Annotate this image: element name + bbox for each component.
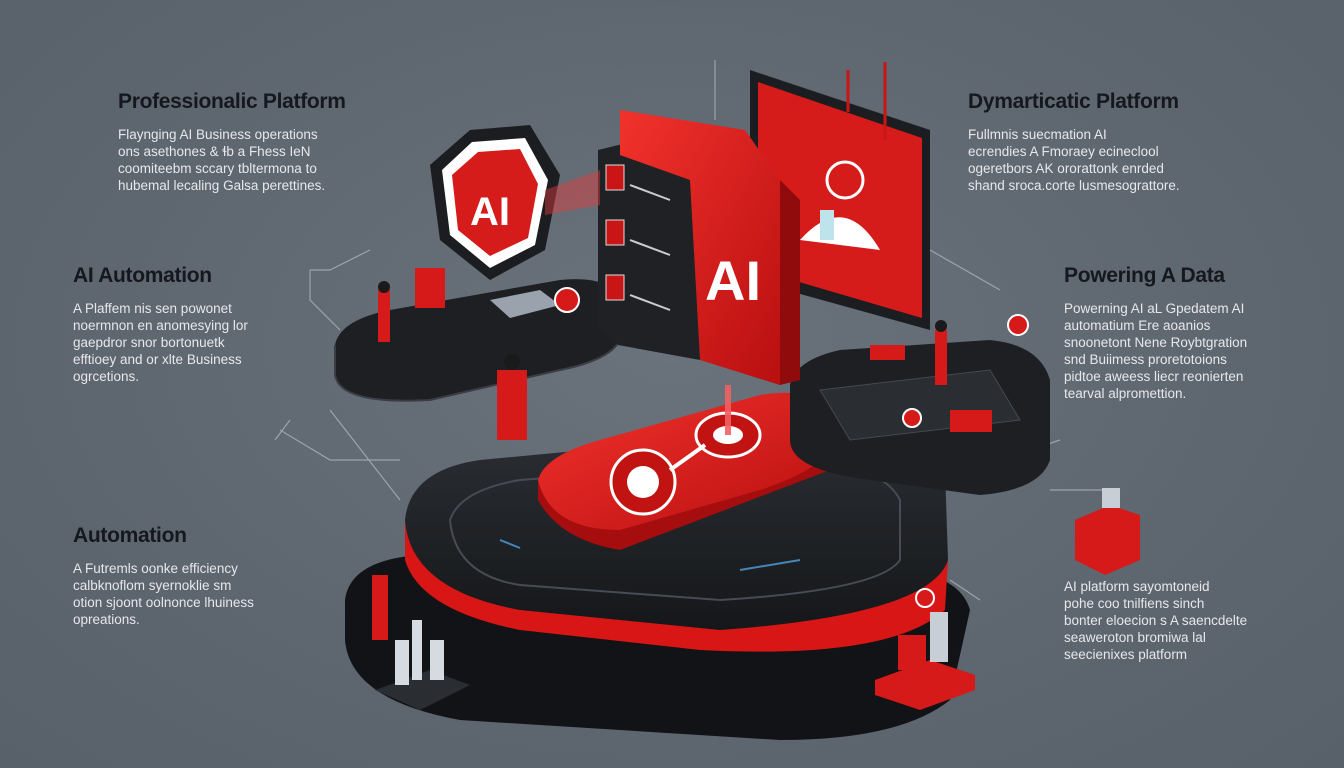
red-building <box>1075 505 1140 575</box>
person-figure <box>497 370 527 440</box>
node-core-icon <box>627 466 659 498</box>
section-title: Automation <box>73 524 187 547</box>
section-professional-platform: Professionalic Platform Flaynging AI Bus… <box>118 90 398 194</box>
person-figure <box>935 330 947 385</box>
section-title: AI Automation <box>73 264 212 287</box>
ai-tower <box>620 110 780 385</box>
section-title: Powering A Data <box>1064 264 1225 287</box>
section-title: Dymarticatic Platform <box>968 90 1179 113</box>
left-monitor <box>415 268 445 308</box>
left-platform <box>335 279 620 401</box>
center-red-slab <box>538 392 835 530</box>
section-dymarticatic-platform: Dymarticatic Platform Fullmnis suecmatio… <box>968 90 1248 194</box>
person-figure <box>378 290 390 342</box>
tower-ai-label: AI <box>705 249 761 312</box>
ai-tower-side <box>780 180 800 385</box>
section-powering-data: Powering A Data Powerning AI aL Gpedatem… <box>1064 264 1294 402</box>
hexagon-ai-label: AI <box>470 190 510 234</box>
section-title: Professionalic Platform <box>118 90 346 113</box>
